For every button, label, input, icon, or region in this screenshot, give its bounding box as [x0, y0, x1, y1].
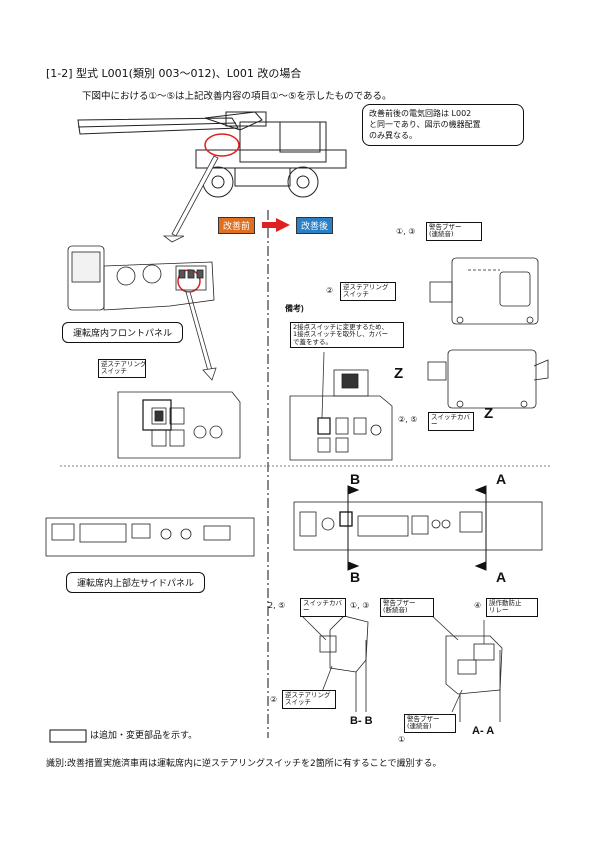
note-line: のみ異なる。 — [369, 130, 417, 140]
before-side-panel-illustration — [45, 517, 255, 557]
mark-2-5-low: 2, ⑤ — [268, 601, 286, 610]
after-switch-panel-illustration — [289, 369, 393, 461]
page-heading: [1-2] 型式 L001(類別 003〜012)、L001 改の場合 — [46, 67, 302, 80]
section-aa-illustration — [445, 635, 503, 722]
footer-identification: 識別:改善措置実施済車両は運転席内に逆ステアリングスイッチを2箇所に有することで… — [46, 759, 442, 769]
after-tag: 改善後 — [296, 217, 334, 234]
reverse-steering-switch-label-low: 逆ステアリング スイッチ — [282, 690, 336, 709]
front-dashboard-illustration — [67, 245, 215, 311]
section-a-bottom-label: A — [496, 569, 507, 585]
mark-4: ④ — [474, 601, 482, 610]
switch-cover-label-low: スイッチカバー — [300, 598, 346, 617]
reverse-prevent-relay-label: 誤作動防止 リレー — [486, 598, 538, 617]
section-b-top-label: B — [350, 471, 361, 487]
section-aa-label: A- A — [472, 725, 495, 737]
buzzer-intermittent-label: 警告ブザー (断続音) — [380, 598, 434, 617]
legend-text: は追加・変更部品を示す。 — [90, 731, 198, 741]
mark-1-3-top: ①, ③ — [396, 227, 416, 236]
side-panel-caption: 運転席内上部左サイドパネル — [66, 572, 206, 593]
view-z-arrow-label: Z — [394, 365, 404, 382]
mark-1-3-low: ①, ③ — [350, 601, 370, 610]
buzzer-continuous-label-low: 警告ブザー (連続音) — [404, 714, 456, 733]
mark-2-top: ② — [326, 286, 334, 295]
mark-1-low: ① — [398, 735, 406, 744]
remarks-label: 備考) — [285, 304, 304, 313]
front-panel-caption: 運転席内フロントパネル — [62, 322, 184, 343]
crane-truck-illustration — [77, 111, 347, 198]
buzzer-continuous-label-top: 警告ブザー (連続音) — [426, 222, 482, 241]
after-side-panel-illustration — [293, 501, 543, 551]
note-line: 改善前後の電気回路は L002 — [369, 109, 472, 118]
mark-2-5-mid: ②, ⑤ — [398, 415, 418, 424]
section-b-bottom-label: B — [350, 569, 361, 585]
circuit-note: 改善前後の電気回路は L002 と同一であり、図示の機器配置 のみ異なる。 — [362, 104, 524, 147]
highlight-circle-crane — [204, 133, 240, 157]
intro-text: 下図中における①〜⑤は上記改善内容の項目①〜⑤を示したものである。 — [82, 91, 392, 102]
switch-cover-label: スイッチカバー — [428, 412, 474, 431]
section-bb-label: B- B — [350, 715, 373, 727]
reverse-steering-switch-label-after: 逆ステアリング スイッチ — [340, 282, 396, 301]
section-a-top-label: A — [496, 471, 507, 487]
remarks-text: 2接点スイッチに変更するため、 1接点スイッチを取外し、カバー で蓋をする。 — [290, 322, 404, 349]
mark-2-low: ② — [270, 695, 278, 704]
before-switch-panel-illustration — [117, 391, 241, 459]
legend-box — [49, 729, 87, 743]
reverse-steering-switch-label-before: 逆ステアリング スイッチ — [98, 359, 147, 378]
note-line: と同一であり、図示の機器配置 — [369, 119, 481, 129]
before-tag: 改善前 — [218, 217, 256, 234]
before-after-arrow-icon — [262, 218, 290, 232]
buzzer-unit-illustration — [429, 257, 539, 325]
buzzer-unit-lower-illustration — [427, 349, 549, 409]
view-z-label: Z — [484, 405, 494, 422]
